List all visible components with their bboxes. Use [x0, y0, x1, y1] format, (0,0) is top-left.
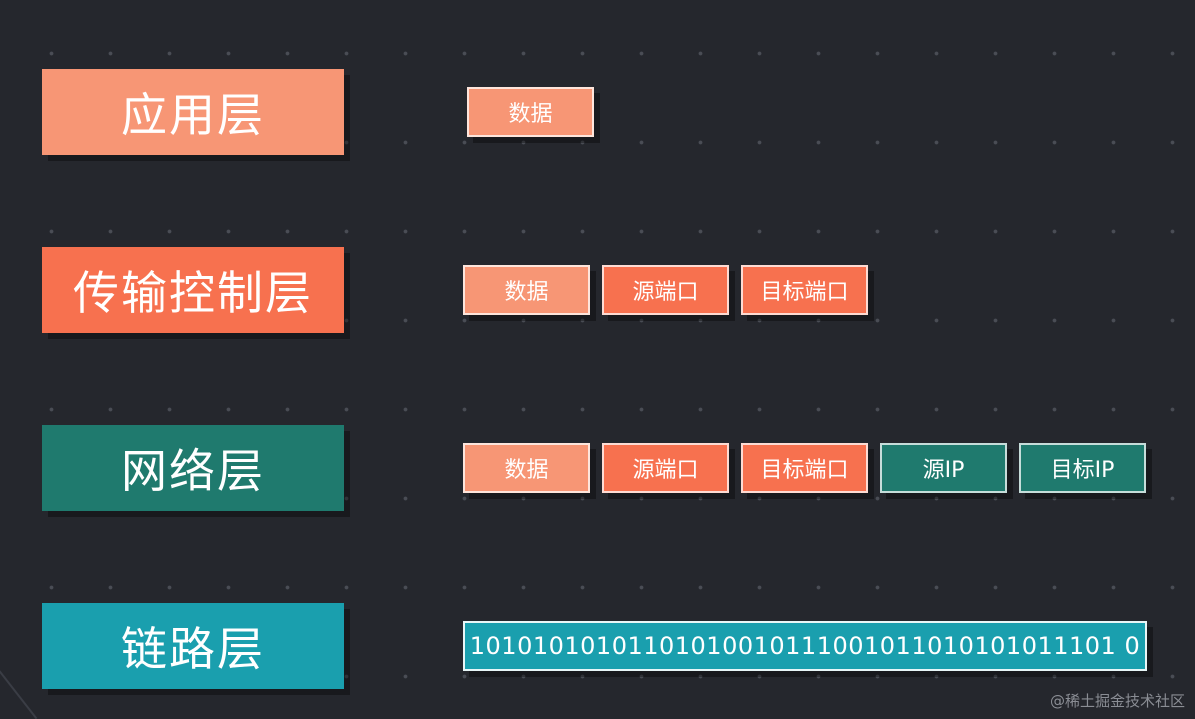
network-dst-port-block: 目标端口	[741, 443, 868, 493]
transport-data-block: 数据	[463, 265, 590, 315]
app-data-block: 数据	[467, 87, 594, 137]
network-src-ip-block: 源IP	[880, 443, 1007, 493]
network-dst-ip-block: 目标IP	[1019, 443, 1146, 493]
layer-application: 应用层	[42, 69, 344, 155]
layer-link: 链路层	[42, 603, 344, 689]
network-src-port-block: 源端口	[602, 443, 729, 493]
link-bitstream-block: 1010101010110101001011100101101010101110…	[463, 621, 1147, 671]
watermark: @稀土掘金技术社区	[1049, 692, 1185, 710]
transport-src-port-block: 源端口	[602, 265, 729, 315]
layer-transport: 传输控制层	[42, 247, 344, 333]
decorative-line	[0, 662, 38, 719]
layer-network: 网络层	[42, 425, 344, 511]
transport-dst-port-block: 目标端口	[741, 265, 868, 315]
network-data-block: 数据	[463, 443, 590, 493]
